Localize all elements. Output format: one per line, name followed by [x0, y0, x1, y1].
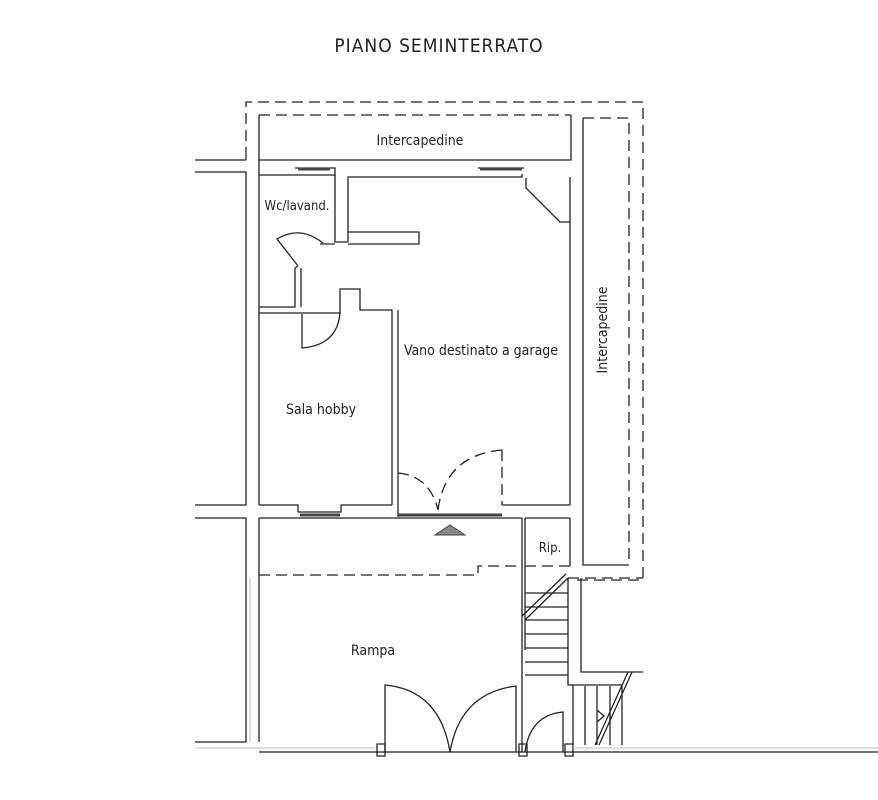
intercapedine-right-dashed — [583, 117, 630, 565]
intercapedine-right-box — [582, 118, 629, 566]
outer-dashed-perimeter — [245, 101, 644, 581]
garage-door-swing — [397, 449, 503, 511]
garage-bottom-wall — [259, 504, 570, 519]
garage-partial-wall — [348, 231, 420, 245]
label-garage: Vano destinato a garage — [404, 343, 558, 359]
rip-walls — [525, 517, 643, 686]
intercapedine-top-box — [258, 115, 572, 161]
wc-door — [276, 232, 324, 267]
exterior-stairs — [572, 671, 633, 746]
wc-partition — [259, 243, 335, 308]
garage-corner-pillar — [525, 178, 570, 223]
neighbour-wall-hatch — [196, 578, 375, 749]
rampa-door-right — [449, 685, 517, 753]
label-rampa: Rampa — [351, 643, 395, 659]
label-hobby: Sala hobby — [286, 402, 357, 418]
label-intercapedine-top: Intercapedine — [377, 133, 464, 149]
sala-hobby-door — [301, 311, 341, 349]
neighbour-walls-left — [195, 158, 260, 743]
rampa-slope-line — [259, 565, 643, 579]
stair-treads — [525, 592, 568, 676]
label-intercapedine-right: Intercapedine — [595, 286, 611, 373]
rampa-door-left — [384, 684, 451, 753]
stair-handrail — [521, 573, 569, 621]
rampa-walls — [258, 518, 878, 753]
level-marker-icon — [433, 524, 467, 536]
plan-title: PIANO SEMINTERRATO — [334, 35, 543, 57]
label-rip: Rip. — [539, 541, 562, 556]
top-wall — [259, 167, 571, 505]
rampa-door-jambs — [376, 743, 574, 757]
door-rip — [524, 711, 564, 753]
label-wc: Wc/lavand. — [265, 199, 330, 214]
